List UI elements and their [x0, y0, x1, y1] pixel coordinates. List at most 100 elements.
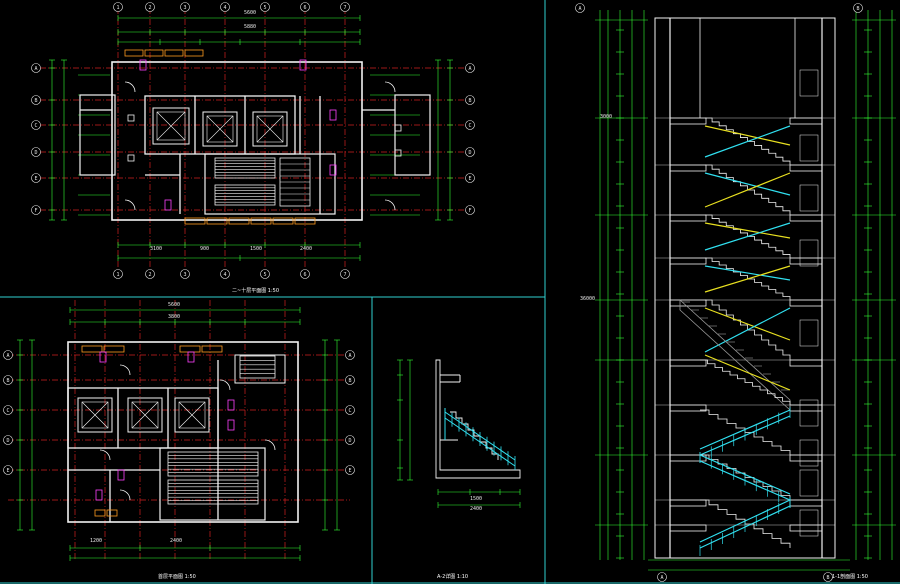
bottom-elevator-3-diag — [178, 401, 206, 429]
section-axis-bubble-label: A — [660, 575, 663, 581]
right-axis-bubble-label: B — [468, 98, 471, 104]
right-axis-bubble — [465, 63, 475, 73]
counter-bottom — [228, 217, 250, 225]
right-axis-bubble-label: D — [468, 150, 471, 156]
stair-well — [204, 153, 336, 215]
elevator-2-diag — [206, 115, 234, 143]
left-axis-bubble — [31, 173, 41, 183]
left-axis-bubble-label: F — [34, 208, 37, 214]
bottom-left-axis-bubble-label: A — [6, 353, 9, 359]
top-outer-wall — [111, 61, 363, 221]
section-rail-diagonal — [704, 222, 791, 251]
bottom-left-axis-bubble — [3, 465, 13, 475]
section-axis-bubble — [823, 572, 833, 582]
top-axis-bubble-bottom-label: 1 — [116, 272, 119, 278]
door-mark — [299, 59, 307, 71]
elevator-3 — [252, 111, 288, 147]
section-window — [799, 184, 819, 212]
top-axis-bubble-bottom — [180, 269, 190, 279]
section-rail-diagonal — [704, 125, 791, 146]
section-top-bubble-right — [853, 3, 863, 13]
top-axis-bubble-bottom — [340, 269, 350, 279]
top-axis-bubble-bottom — [145, 269, 155, 279]
right-axis-bubble — [465, 147, 475, 157]
door-swing — [219, 379, 231, 391]
door-swing — [264, 439, 276, 451]
bottom-left-axis-bubble — [3, 405, 13, 415]
left-axis-bubble-label: A — [34, 66, 37, 72]
top-axis-bubble-label: 2 — [148, 5, 151, 11]
top-bottom-dim-a: 3100 — [150, 246, 162, 252]
top-axis-bubble-label: 1 — [116, 5, 119, 11]
bottom-right-axis-bubble — [345, 465, 355, 475]
bottom-elevator-1 — [77, 397, 113, 433]
bottom-left-dim-b: 2400 — [170, 538, 182, 544]
counter-top — [124, 49, 144, 57]
right-axis-bubble-label: A — [468, 66, 471, 72]
bottom-overall-dim: 5600 — [168, 302, 180, 308]
left-axis-bubble — [31, 147, 41, 157]
right-axis-bubble-label: C — [468, 123, 471, 129]
top-axis-bubble — [145, 2, 155, 12]
bottom-left-axis-bubble-label: E — [6, 468, 9, 474]
section-title: 1-1剖面图 1:50 — [832, 573, 868, 580]
stair-flight-upper — [214, 157, 276, 179]
top-axis-bubble-bottom-label: 3 — [183, 272, 186, 278]
door-mark — [187, 351, 195, 363]
left-axis-bubble — [31, 205, 41, 215]
top-axis-bubble — [260, 2, 270, 12]
left-axis-bubble — [31, 95, 41, 105]
bottom-elevator-2 — [127, 397, 163, 433]
bottom-right-axis-bubble — [345, 405, 355, 415]
top-axis-bubble-bottom-label: 6 — [303, 272, 306, 278]
right-axis-bubble — [465, 205, 475, 215]
bottom-counter — [81, 345, 103, 353]
door-mark — [227, 419, 235, 431]
detail-title: A-2详图 1:10 — [437, 573, 468, 580]
section-rail-diagonal — [704, 307, 791, 341]
right-axis-bubble-label: F — [468, 208, 471, 214]
top-bottom-dim-c: 1500 — [250, 246, 262, 252]
top-left-bay — [79, 94, 116, 176]
bottom-right-axis-bubble-label: A — [348, 353, 351, 359]
door-mark — [227, 399, 235, 411]
top-axis-bubble-label: 7 — [343, 5, 346, 11]
counter-top — [144, 49, 164, 57]
column — [394, 149, 402, 157]
detail-slab-outline — [435, 359, 521, 479]
counter-top — [164, 49, 184, 57]
section-rail-diagonal — [704, 265, 791, 281]
elevator-1-inner — [156, 111, 186, 141]
top-overall-dim: 5600 — [244, 10, 256, 16]
door-swing — [119, 364, 131, 376]
door-swing — [124, 199, 136, 211]
bottom-entry-steps — [239, 355, 276, 379]
right-axis-bubble-label: E — [468, 176, 471, 182]
door-mark — [329, 109, 337, 121]
door-swing — [119, 489, 131, 501]
bottom-right-axis-bubble-label: C — [348, 408, 351, 414]
bottom-sub-dim: 3800 — [168, 314, 180, 320]
section-window — [799, 469, 819, 497]
door-mark — [95, 489, 103, 501]
top-axis-bubble-bottom — [260, 269, 270, 279]
column — [394, 124, 402, 132]
elevator-1 — [152, 107, 190, 145]
counter-bottom — [206, 217, 228, 225]
top-bottom-dim-d: 2400 — [300, 246, 312, 252]
bottom-elevator-2-diag — [131, 401, 159, 429]
section-window — [799, 319, 819, 347]
section-rail-diagonal — [704, 125, 791, 158]
bottom-counter-2 — [201, 345, 223, 353]
bottom-counter-3 — [94, 509, 106, 517]
elevator-3-diag — [256, 115, 284, 143]
bottom-elevator-3 — [174, 397, 210, 433]
top-axis-bubble-bottom-label: 7 — [343, 272, 346, 278]
bottom-left-dim-a: 1200 — [90, 538, 102, 544]
top-axis-bubble — [340, 2, 350, 12]
top-axis-bubble — [180, 2, 190, 12]
section-window — [799, 134, 819, 162]
bottom-entry — [234, 354, 286, 384]
bottom-elevator-1-inner — [81, 401, 109, 429]
